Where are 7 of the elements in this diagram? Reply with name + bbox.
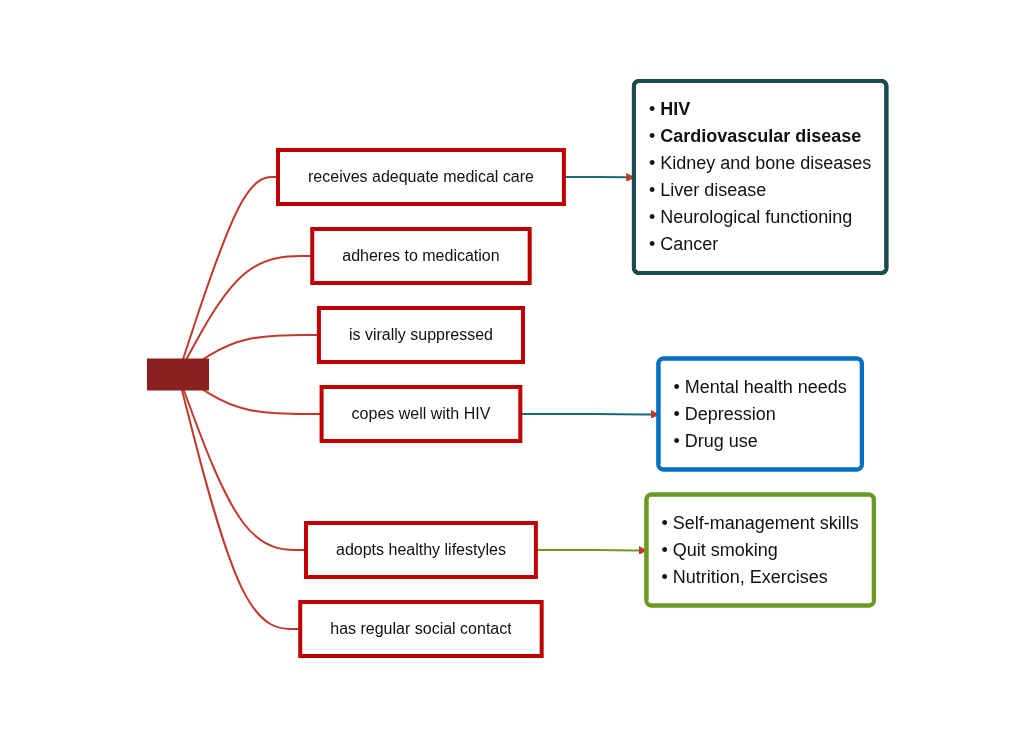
node-box: adheres to medication <box>310 227 532 285</box>
node-box: is virally suppressed <box>317 306 526 364</box>
node-box: receives adequate medical care <box>276 148 567 206</box>
node-bar <box>147 358 210 391</box>
node-box: has regular social contact <box>298 600 544 658</box>
node-box: copes well with HIV <box>319 385 523 443</box>
node-box: adopts healthy lifestyles <box>304 521 539 579</box>
